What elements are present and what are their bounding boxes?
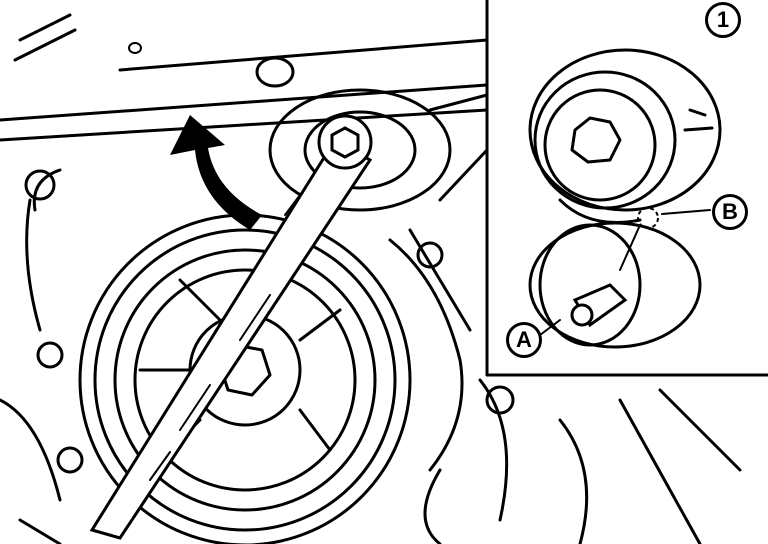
callout-point-b: B <box>712 194 748 230</box>
tensioner-assembly <box>528 48 722 349</box>
inset-frame <box>485 0 768 377</box>
wrench <box>89 114 373 540</box>
callout-point-a: A <box>506 322 542 358</box>
engine-block-lines <box>0 13 742 544</box>
callout-part-1: 1 <box>705 2 741 38</box>
rotation-direction-arrow-icon <box>170 115 262 230</box>
idler-pulley <box>268 88 489 212</box>
